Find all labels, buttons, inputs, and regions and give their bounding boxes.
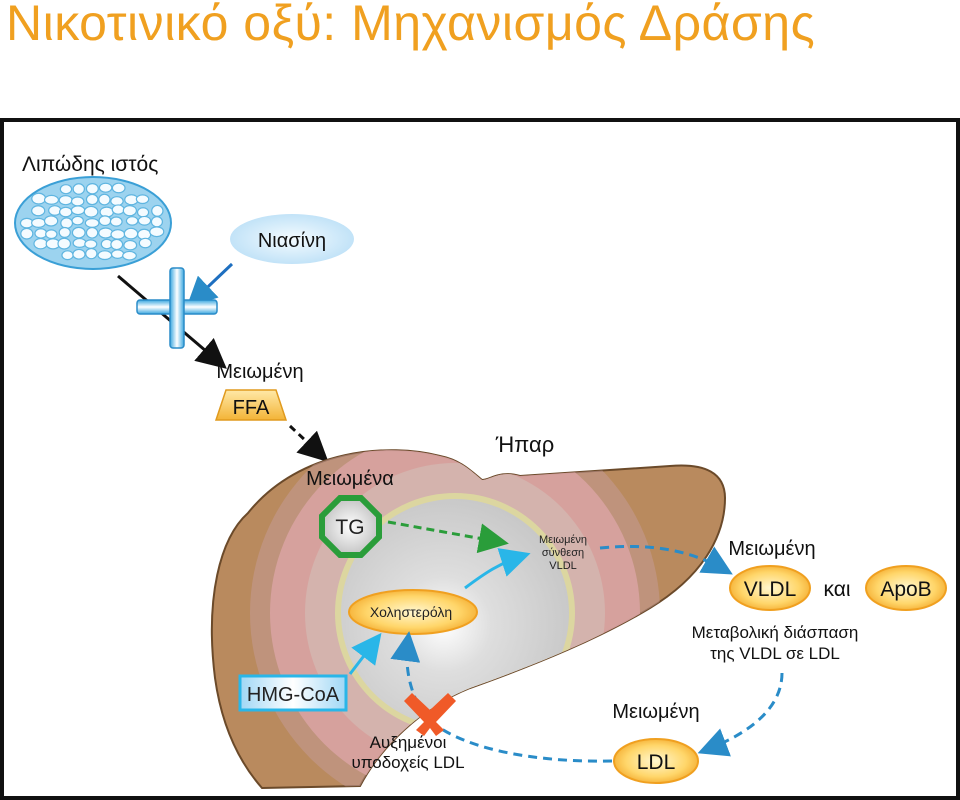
cholesterol-label: Χοληστερόλη <box>370 604 452 620</box>
niacin-bubble <box>230 214 354 264</box>
niacin-inhibit-arrow <box>186 262 234 308</box>
fat-cell <box>45 229 58 240</box>
mechanism-diagram: Λιπώδης ιστός Νιασίνη Μειωμένη FFA Ήπαρ … <box>0 118 960 800</box>
fat-cell <box>125 216 139 226</box>
fat-cell <box>122 204 137 217</box>
liver-label: Ήπαρ <box>495 432 555 457</box>
cholesterol-to-vldl-arrow <box>464 548 531 590</box>
catabolism-line1: Μεταβολική διάσπαση <box>692 623 859 642</box>
reduced-ffa-label: Μειωμένη <box>216 361 303 383</box>
fat-cell <box>85 247 98 260</box>
fat-cell <box>33 237 48 250</box>
catabolism-line2: της VLDL σε LDL <box>710 644 840 663</box>
niacin-label: Νιασίνη <box>258 230 326 252</box>
vldl-synthesis-line2: σύνθεση <box>542 547 584 559</box>
vldl-pill <box>729 565 811 611</box>
fat-cell <box>123 239 138 251</box>
fat-cell <box>149 226 165 238</box>
fat-cell <box>71 215 84 226</box>
reduced-ldl-label: Μειωμένη <box>612 701 699 723</box>
fat-cell <box>98 227 114 239</box>
fat-cell <box>58 195 73 206</box>
fat-cell <box>60 217 74 229</box>
fat-cell <box>31 217 46 228</box>
fat-cell <box>122 250 137 261</box>
fat-cell <box>61 250 74 261</box>
fat-cell <box>135 194 150 205</box>
fat-cell <box>110 196 124 207</box>
fat-cell <box>71 226 86 239</box>
apob-pill <box>865 565 947 611</box>
ffa-label: FFA <box>233 397 270 419</box>
fat-cell <box>43 215 59 227</box>
fat-cell <box>85 193 99 206</box>
fat-cell <box>137 215 152 226</box>
receptors-line2: υποδοχείς LDL <box>351 753 464 772</box>
adipose-label: Λιπώδης ιστός <box>22 153 158 176</box>
receptors-line1: Αυξημένοι <box>370 733 447 752</box>
vldl-label: VLDL <box>744 578 797 601</box>
fat-cell <box>85 182 99 195</box>
fat-cell <box>98 193 111 206</box>
hmgcoa-box <box>238 674 348 712</box>
fat-cell <box>58 206 73 218</box>
fat-cell <box>136 207 150 218</box>
ldl-receptor-icon <box>404 693 456 736</box>
fat-cell <box>110 249 125 260</box>
hmgcoa-to-cholesterol-arrow <box>348 632 382 675</box>
fat-cell <box>31 192 47 205</box>
fat-cell <box>58 226 71 238</box>
fat-cell <box>123 227 139 240</box>
fat-cell <box>138 237 152 249</box>
inhibition-cross-icon <box>136 267 218 349</box>
fat-cell <box>70 205 86 216</box>
reduced-tg-label: Μειωμένα <box>306 468 394 490</box>
fat-cell <box>85 226 99 239</box>
fat-cell <box>111 182 126 194</box>
fat-cell <box>59 184 73 195</box>
lipolysis-arrow <box>117 274 227 369</box>
fat-cell <box>151 204 164 217</box>
vldl-synthesis-line1: Μειωμένη <box>539 534 587 546</box>
ffa-trapezoid <box>214 389 288 421</box>
fat-cell <box>110 238 124 251</box>
fat-cell <box>20 227 34 240</box>
tg-label: TG <box>335 516 364 539</box>
fat-cell <box>72 248 86 260</box>
and-label: και <box>823 578 850 601</box>
fat-cell <box>84 239 98 249</box>
vldl-synthesis-line3: VLDL <box>549 560 577 572</box>
apob-label: ApoB <box>880 578 931 601</box>
page-title: Νικοτινικό οξύ: Μηχανισμός Δράσης <box>6 0 816 51</box>
fat-cell <box>150 216 164 228</box>
ffa-dashed-arrow <box>288 424 329 463</box>
fat-cell <box>70 196 85 207</box>
fat-cell <box>83 205 99 218</box>
fat-cell <box>111 204 125 215</box>
fat-cell <box>72 237 87 248</box>
fat-cell <box>98 215 112 227</box>
hmgcoa-label: HMG-CoA <box>247 684 340 706</box>
tg-to-vldl-arrow <box>387 520 509 554</box>
fat-cell <box>97 250 113 261</box>
ldl-label: LDL <box>637 751 676 774</box>
vldl-to-ldl-arrow <box>697 672 784 757</box>
fat-cell <box>43 194 60 205</box>
fat-cell <box>48 205 62 216</box>
fat-cell <box>84 218 100 228</box>
fat-cell <box>109 216 123 227</box>
tg-octagon <box>319 495 382 558</box>
fat-cell <box>34 228 48 239</box>
fat-cell <box>98 182 113 193</box>
fat-cell <box>110 229 126 240</box>
vldl-secretion-arrow <box>599 545 733 575</box>
adipose-tissue-icon <box>14 176 172 270</box>
ldl-pill <box>613 738 699 784</box>
fat-cell <box>31 205 46 217</box>
fat-cell <box>57 237 72 250</box>
fat-cell <box>72 183 85 195</box>
reduced-vldl-label: Μειωμένη <box>728 538 815 560</box>
